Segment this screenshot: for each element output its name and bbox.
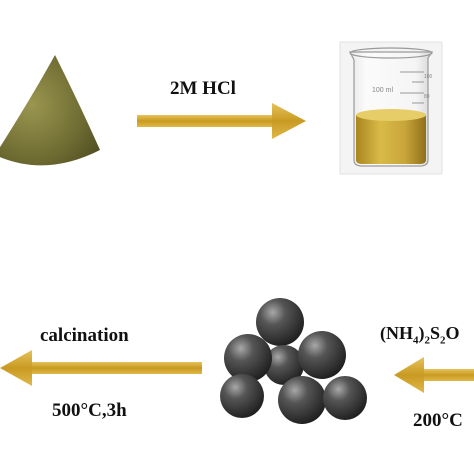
beaker-icon: 100 ml 100 80 bbox=[339, 41, 443, 175]
beaker-tick-80: 80 bbox=[424, 94, 430, 100]
reagent-sub-2: 2 bbox=[424, 334, 431, 347]
arrow-left-icon-2 bbox=[394, 357, 474, 393]
beaker-volume-label: 100 ml bbox=[372, 87, 393, 94]
sphere-cluster bbox=[220, 298, 367, 424]
calcination-label: calcination bbox=[40, 325, 129, 346]
powder-pile bbox=[0, 55, 100, 166]
reagent-sub-1: 4 bbox=[413, 334, 419, 347]
acid-reagent-label: 2M HCl bbox=[170, 78, 236, 99]
arrow-right-icon bbox=[137, 103, 306, 139]
reagent-sub-3: 2 bbox=[440, 334, 446, 347]
reagent-prefix: (NH bbox=[380, 323, 413, 343]
calcination-condition: 500°C,3h bbox=[52, 400, 127, 421]
oxidation-condition: 200°C bbox=[413, 410, 463, 431]
reagent-suffix: S bbox=[430, 323, 441, 343]
arrow-left-icon bbox=[0, 350, 202, 386]
reagent-mid: ) bbox=[418, 323, 425, 343]
beaker-tick-100: 100 bbox=[424, 74, 433, 80]
reagent-tail: O bbox=[445, 323, 460, 343]
oxidant-reagent-label: (NH4)2S2O bbox=[380, 323, 460, 347]
